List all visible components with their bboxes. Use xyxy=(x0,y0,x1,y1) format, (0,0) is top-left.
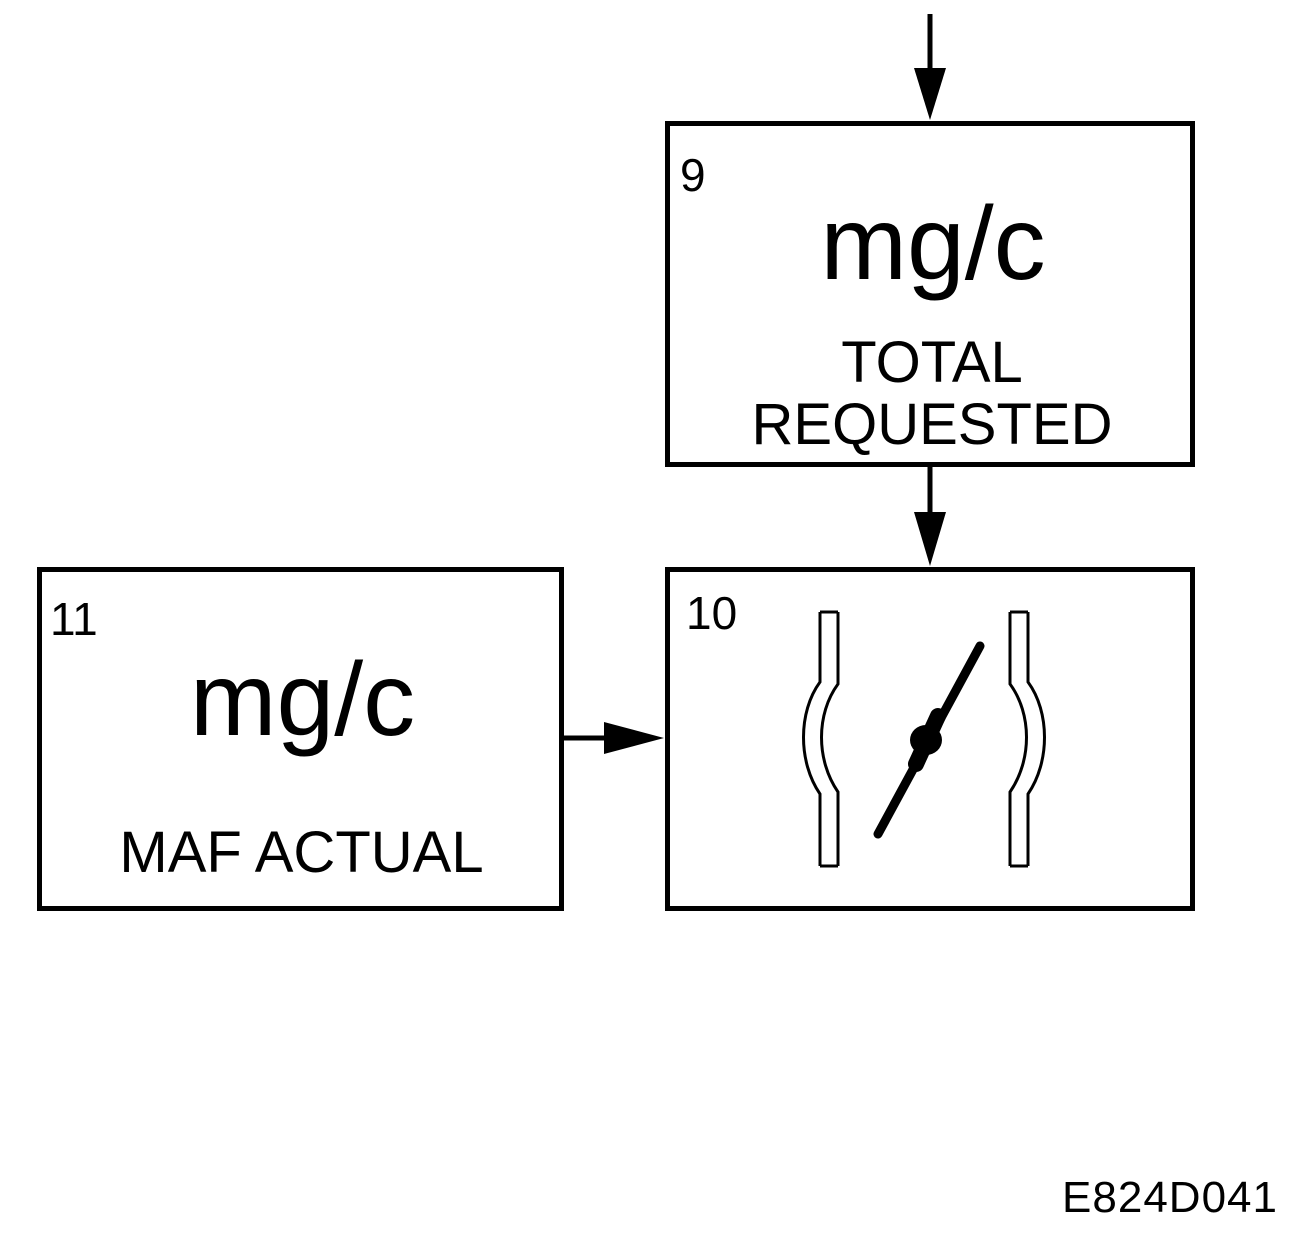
box-label: TOTAL REQUESTED xyxy=(674,332,1190,456)
throttle-plate xyxy=(873,641,985,839)
maf-actual-box: 11 mg/c MAF ACTUAL xyxy=(37,567,564,911)
figure-reference-code: E824D041 xyxy=(1062,1173,1278,1222)
throttle-body-icon xyxy=(802,610,1046,868)
arrow-box-11-to-box-10 xyxy=(564,722,664,754)
arrow-box-9-to-box-10 xyxy=(914,467,946,566)
box-number: 11 xyxy=(50,593,98,645)
throttle-box: 10 xyxy=(665,567,1195,911)
left-bore-wall xyxy=(802,610,840,868)
box-label-line-2: REQUESTED xyxy=(751,392,1113,457)
unit-label: mg/c xyxy=(820,186,1046,302)
box-label-line-1: TOTAL xyxy=(841,330,1023,395)
box-number: 10 xyxy=(686,587,738,639)
box-number: 9 xyxy=(680,149,706,201)
unit-label: mg/c xyxy=(189,642,416,758)
arrow-input-to-box-9 xyxy=(914,14,946,120)
total-requested-box: 9 mg/c TOTAL REQUESTED xyxy=(665,121,1195,467)
box-label: MAF ACTUAL xyxy=(119,820,484,885)
right-bore-wall xyxy=(1008,610,1046,868)
